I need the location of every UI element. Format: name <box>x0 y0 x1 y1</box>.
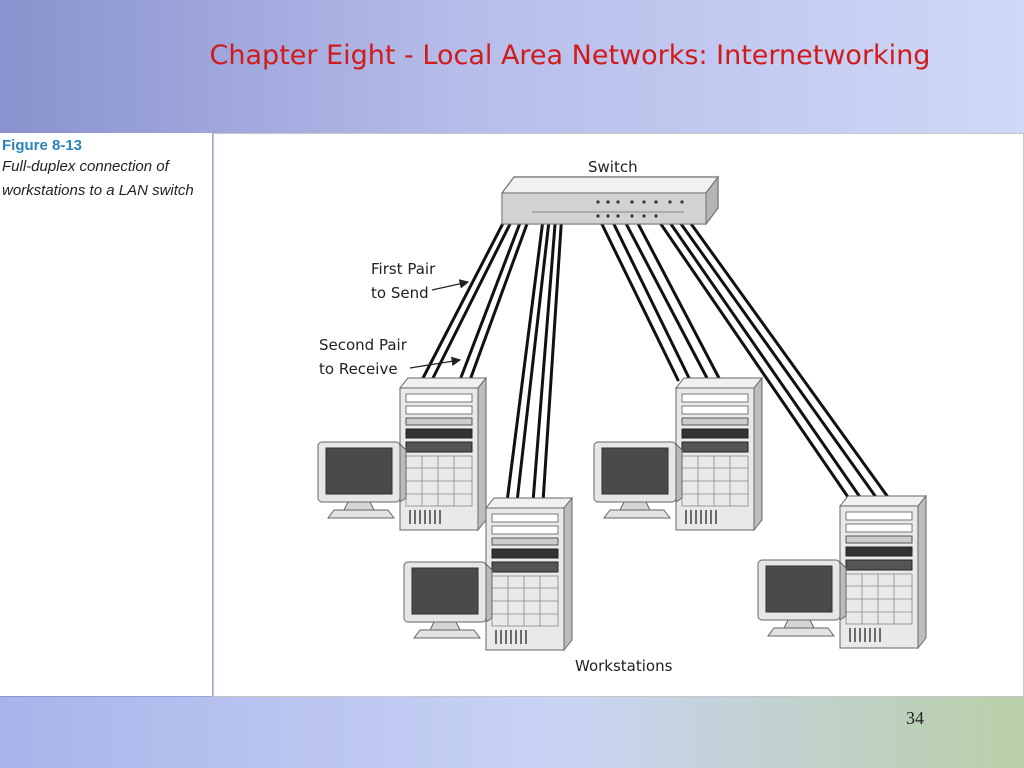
workstation-1 <box>317 376 488 532</box>
workstation-monitor <box>757 559 847 637</box>
cable <box>606 210 692 382</box>
workstation-monitor <box>403 561 493 639</box>
cable <box>672 212 880 502</box>
first-pair-label-line1: First Pair <box>371 260 436 278</box>
switch-label: Switch <box>588 158 638 176</box>
workstation-4 <box>757 494 928 650</box>
first-pair-arrow <box>431 279 470 291</box>
cable <box>430 200 523 382</box>
figure-caption-panel: Figure 8-13 Full-duplex connection of wo… <box>0 133 212 696</box>
cable <box>630 210 722 382</box>
workstation-monitor <box>317 441 407 519</box>
switch <box>500 175 720 226</box>
second-pair-label-line2: to Receive <box>319 360 398 378</box>
cable <box>541 210 564 504</box>
first-pair-label-line2: to Send <box>371 284 429 302</box>
cable <box>618 210 710 382</box>
cable <box>531 210 558 504</box>
workstation-monitor <box>593 441 683 519</box>
cable <box>652 212 852 502</box>
cables <box>420 200 892 504</box>
workstations-label: Workstations <box>575 657 673 675</box>
cable <box>505 210 546 504</box>
cable <box>468 200 537 382</box>
slide-title: Chapter Eight - Local Area Networks: Int… <box>209 40 931 71</box>
second-pair-label-line1: Second Pair <box>319 336 408 354</box>
second-pair-arrow <box>409 356 462 369</box>
cable <box>458 200 530 382</box>
switch-port-leds <box>596 200 684 218</box>
footer-band <box>0 697 1024 768</box>
cable <box>682 212 892 502</box>
figure-number: Figure 8-13 <box>2 137 83 154</box>
workstation-2 <box>403 496 574 652</box>
network-diagram: Switch First Pair to Send Second Pair to… <box>317 158 928 675</box>
workstation-tower <box>674 376 764 532</box>
page-number: 34 <box>906 708 924 728</box>
workstation-3 <box>593 376 764 532</box>
figure-caption: Full-duplex connection of workstations t… <box>2 158 194 199</box>
workstation-tower <box>484 496 574 652</box>
workstation-tower <box>398 376 488 532</box>
network-diagram-panel: Switch First Pair to Send Second Pair to… <box>213 133 1024 697</box>
cable <box>594 210 680 382</box>
cable <box>662 212 864 502</box>
cable <box>515 210 552 504</box>
cable <box>420 200 516 382</box>
workstation-tower <box>838 494 928 650</box>
